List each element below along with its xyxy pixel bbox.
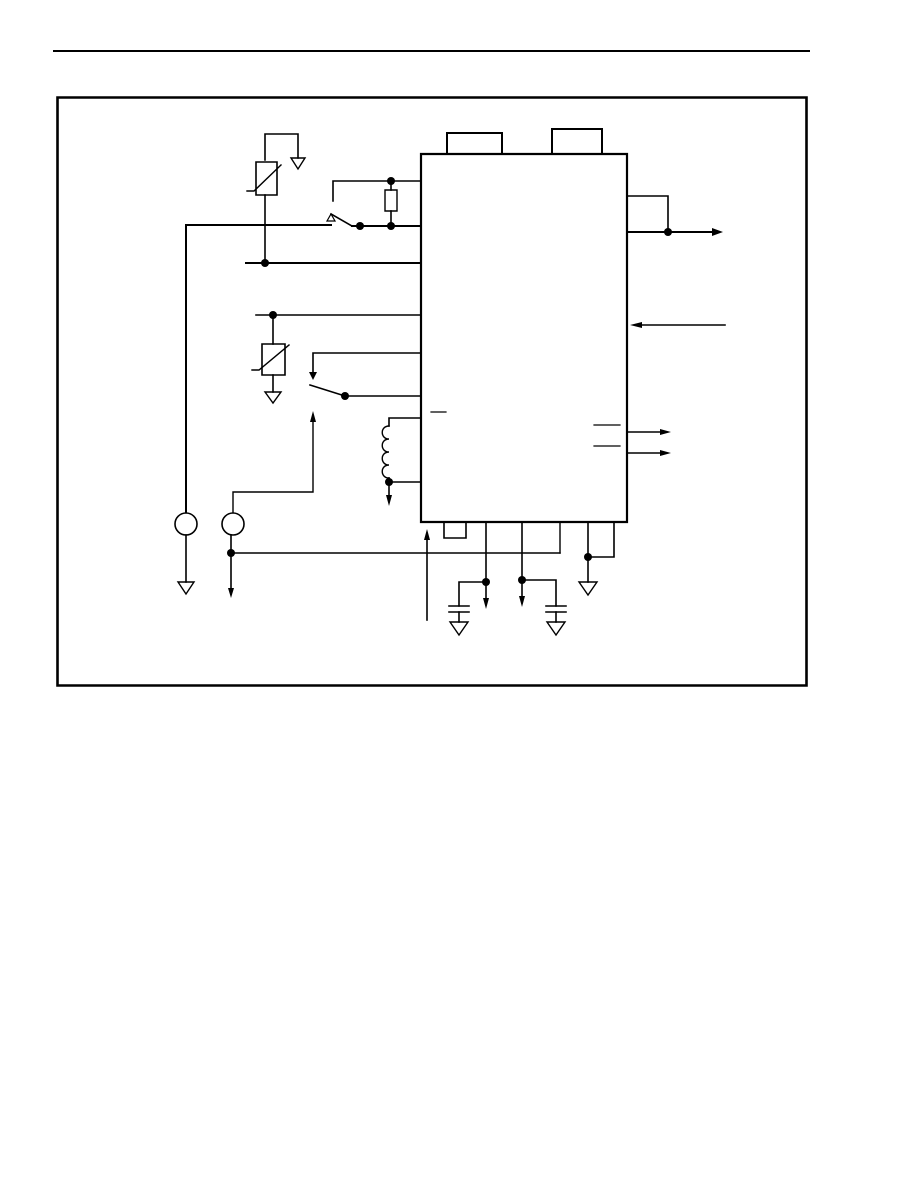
ground-ic — [579, 522, 614, 595]
header-rule — [53, 50, 810, 52]
thermistor-lower — [252, 315, 421, 403]
ground-symbol — [265, 392, 281, 403]
ground-symbol — [450, 622, 468, 635]
ic-top-tab-left — [447, 133, 502, 154]
ic-bottom-tab — [444, 522, 466, 538]
ic-block — [421, 154, 627, 522]
thermistor-upper — [247, 134, 305, 263]
switch-lower — [309, 353, 421, 396]
ic-top-tab-right — [552, 129, 602, 154]
wire-output-top — [627, 196, 668, 232]
connector-right — [222, 513, 244, 535]
junction-dots — [227, 177, 672, 586]
capacitor-right — [519, 522, 566, 635]
ground-symbol — [547, 622, 565, 635]
wire-sensor-2 — [233, 420, 313, 512]
wire-left-sensor — [186, 225, 331, 512]
ground-symbol — [178, 582, 194, 594]
ground-symbol — [579, 582, 597, 595]
capacitor-left — [449, 522, 489, 635]
connector-left — [175, 513, 197, 535]
switch-upper — [327, 181, 421, 226]
diagram-frame — [58, 98, 807, 686]
inductor-coil — [382, 418, 421, 506]
resistor — [385, 190, 397, 211]
ground-symbol — [291, 158, 305, 169]
